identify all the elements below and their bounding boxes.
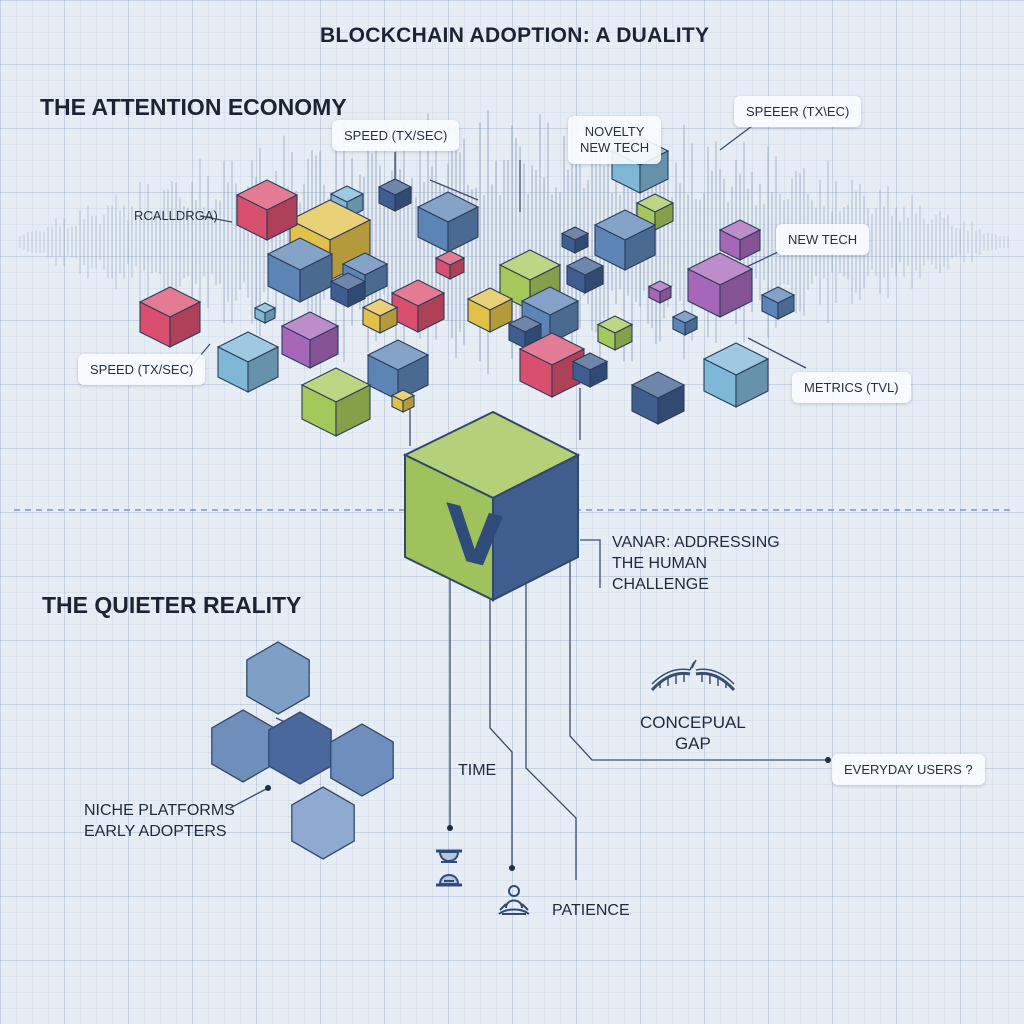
label-metrics: METRICS (TVL) bbox=[792, 372, 911, 403]
hexagon bbox=[291, 786, 355, 860]
hexagon bbox=[211, 709, 275, 783]
heading-attention-economy: THE ATTENTION ECONOMY bbox=[40, 94, 347, 120]
label-rcall: RCALLDRGA) bbox=[134, 208, 218, 223]
meditating-person-icon bbox=[498, 885, 530, 915]
cube bbox=[686, 252, 754, 318]
cube bbox=[266, 237, 334, 303]
cube bbox=[565, 256, 605, 294]
cube bbox=[390, 279, 446, 333]
time-label: TIME bbox=[458, 762, 497, 779]
cube bbox=[366, 339, 430, 401]
vanar-callout-line1: VANAR: ADDRESSING bbox=[612, 534, 780, 551]
cube bbox=[390, 389, 416, 413]
cube bbox=[630, 371, 686, 425]
vanar-callout-line3: CHALLENGE bbox=[612, 576, 709, 593]
label-new-tech: NEW TECH bbox=[776, 224, 870, 255]
cube bbox=[571, 352, 609, 388]
hexagon bbox=[330, 723, 394, 797]
cube-cluster bbox=[138, 136, 796, 437]
cube bbox=[280, 311, 340, 369]
cube bbox=[434, 250, 466, 280]
niche-line1: NICHE PLATFORMS bbox=[84, 802, 235, 819]
cube bbox=[596, 315, 634, 351]
gap-line1: CONCEPUAL bbox=[640, 713, 746, 732]
hourglass-icon bbox=[436, 849, 462, 887]
cube bbox=[235, 179, 299, 241]
niche-label: NICHE PLATFORMS EARLY ADOPTERS bbox=[84, 800, 235, 842]
broken-bridge-icon bbox=[650, 659, 736, 692]
cube bbox=[635, 193, 675, 231]
heading-quieter-reality: THE QUIETER REALITY bbox=[42, 592, 302, 618]
cube bbox=[253, 302, 277, 324]
cube bbox=[300, 367, 372, 437]
patience-label: PATIENCE bbox=[552, 902, 630, 919]
cube bbox=[702, 342, 770, 408]
label-speeer: SPEEER (TX\EC) bbox=[734, 96, 862, 127]
vanar-callout: VANAR: ADDRESSING THE HUMAN CHALLENGE bbox=[612, 532, 780, 595]
cube bbox=[507, 315, 543, 349]
hexagon bbox=[268, 711, 332, 785]
cube bbox=[718, 219, 762, 261]
cube bbox=[593, 209, 657, 271]
cube bbox=[518, 332, 586, 398]
cube bbox=[377, 178, 413, 212]
vanar-logo: V bbox=[446, 487, 503, 588]
page-title: BLOCKCHAIN ADOPTION: A DUALITY bbox=[320, 24, 710, 47]
label-everyday-users: EVERYDAY USERS ? bbox=[832, 754, 985, 785]
cube bbox=[361, 298, 399, 334]
label-novelty-line2: NEW TECH bbox=[580, 140, 650, 155]
label-speed-left: SPEED (TX/SEC) bbox=[78, 354, 206, 385]
label-novelty: NOVELTY NEW TECH bbox=[568, 116, 662, 164]
vanar-callout-line2: THE HUMAN bbox=[612, 555, 708, 572]
cube bbox=[138, 286, 202, 348]
cube bbox=[760, 286, 796, 320]
cube bbox=[671, 310, 699, 336]
cube bbox=[329, 272, 367, 308]
hexagon bbox=[246, 641, 310, 715]
cube bbox=[466, 287, 514, 333]
niche-line2: EARLY ADOPTERS bbox=[84, 823, 227, 840]
hexagon-cluster bbox=[211, 641, 394, 860]
label-novelty-line1: NOVELTY bbox=[584, 124, 645, 139]
label-speed-top: SPEED (TX/SEC) bbox=[332, 120, 460, 151]
vanar-cube: V bbox=[402, 410, 581, 602]
cube bbox=[216, 331, 280, 393]
gap-line2: GAP bbox=[674, 734, 711, 753]
cube bbox=[416, 191, 480, 253]
cube bbox=[560, 226, 590, 254]
gap-label: CONCEPUAL GAP bbox=[640, 712, 746, 754]
cube bbox=[647, 280, 673, 304]
